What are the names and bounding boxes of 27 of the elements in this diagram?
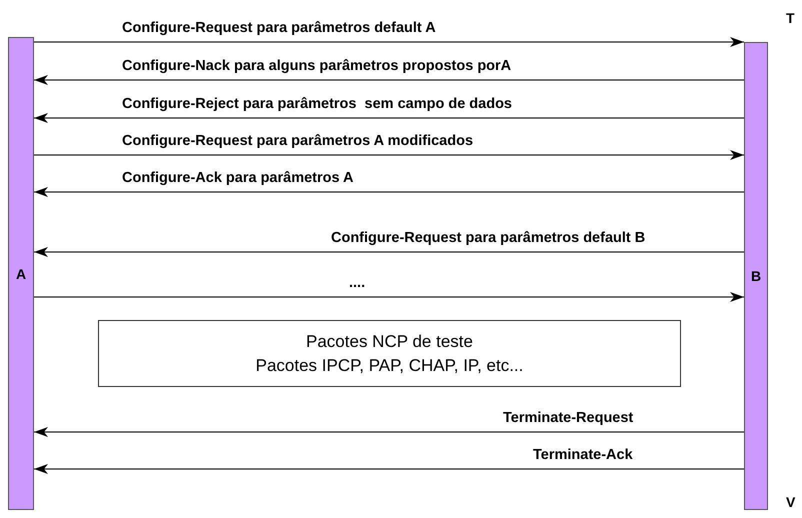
arrow [34,292,744,302]
note-text: Pacotes IPCP, PAP, CHAP, IP, etc... [256,354,524,376]
edge-label: Terminate-Request [503,410,634,427]
arrow [34,464,744,474]
edge-label: Configure-Reject para parâmetros sem campo de dados [122,96,512,113]
participant-label: A [16,266,26,282]
edge-label: Terminate-Ack [533,447,633,464]
arrow [34,247,744,257]
arrow [34,427,744,437]
participant-label: B [750,268,762,284]
edge-label: .... [349,275,366,292]
arrow [34,187,744,197]
edge-label: Configure-Request para parâmetros A modificados [122,133,474,150]
edge-label: Configure-Nack para alguns parâmetros propostos porA [122,58,512,75]
arrow [34,113,744,123]
lifeline-bar [8,37,34,510]
arrow [34,75,744,85]
edge-label: Configure-Request para parâmetros default A [122,20,436,37]
arrow [34,150,744,160]
side-label: T [786,10,795,26]
lifeline-bar [744,42,768,510]
side-label: V [786,494,796,510]
edge-label: Configure-Request para parâmetros default B [331,230,646,247]
edge-label: Configure-Ack para parâmetros A [122,170,354,187]
note-text: Pacotes NCP de teste [306,330,473,352]
arrow [34,37,744,47]
note-box [98,320,681,387]
